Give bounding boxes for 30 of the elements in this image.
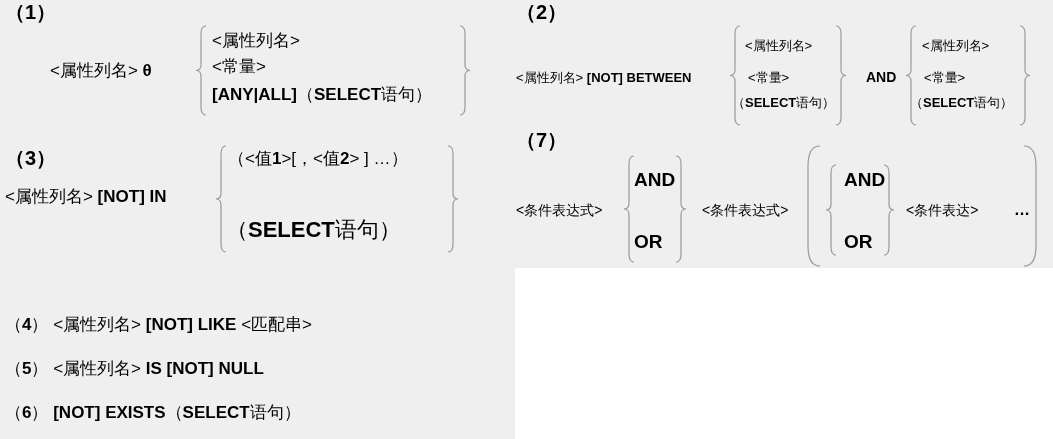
item-number: （2） [516,0,568,25]
keyword-text: AND [844,168,886,192]
syntax-text: <条件表达式> [516,202,603,220]
item-number: （7） [516,128,568,153]
keyword-text: AND [634,168,676,192]
syntax-text: <属性列名> θ [50,60,152,82]
syntax-text: <条件表达式> [702,202,789,220]
syntax-text: （5） <属性列名> IS [NOT] NULL [5,358,264,380]
ellipsis-text: … [1014,200,1030,220]
syntax-text: <属性列名> [745,38,813,55]
syntax-text: <属性列名> [NOT] IN [5,186,167,208]
keyword-text: OR [844,230,873,254]
syntax-text: （SELECT语句） [226,216,401,244]
syntax-text: （<值1>[，<值2> ] …） [228,148,408,170]
syntax-text: （SELECT语句） [732,95,836,112]
syntax-text: <属性列名> [NOT] BETWEEN [516,70,692,87]
syntax-text: <条件表达> [906,202,979,220]
syntax-text: （6） [NOT] EXISTS（SELECT语句） [5,402,301,424]
syntax-text: <常量> [924,70,966,87]
syntax-text: <常量> [748,70,790,87]
syntax-text: （4） <属性列名> [NOT] LIKE <匹配串> [5,314,313,336]
item-number: （3） [5,146,57,171]
syntax-text: （SELECT语句） [910,95,1014,112]
syntax-text: <属性列名> [212,30,300,52]
syntax-text: <常量> [212,56,266,78]
keyword-text: AND [866,69,897,87]
syntax-text: <属性列名> [922,38,990,55]
item-number: （1） [5,0,57,25]
keyword-text: OR [634,230,663,254]
syntax-text: [ANY|ALL]（SELECT语句） [212,84,433,106]
